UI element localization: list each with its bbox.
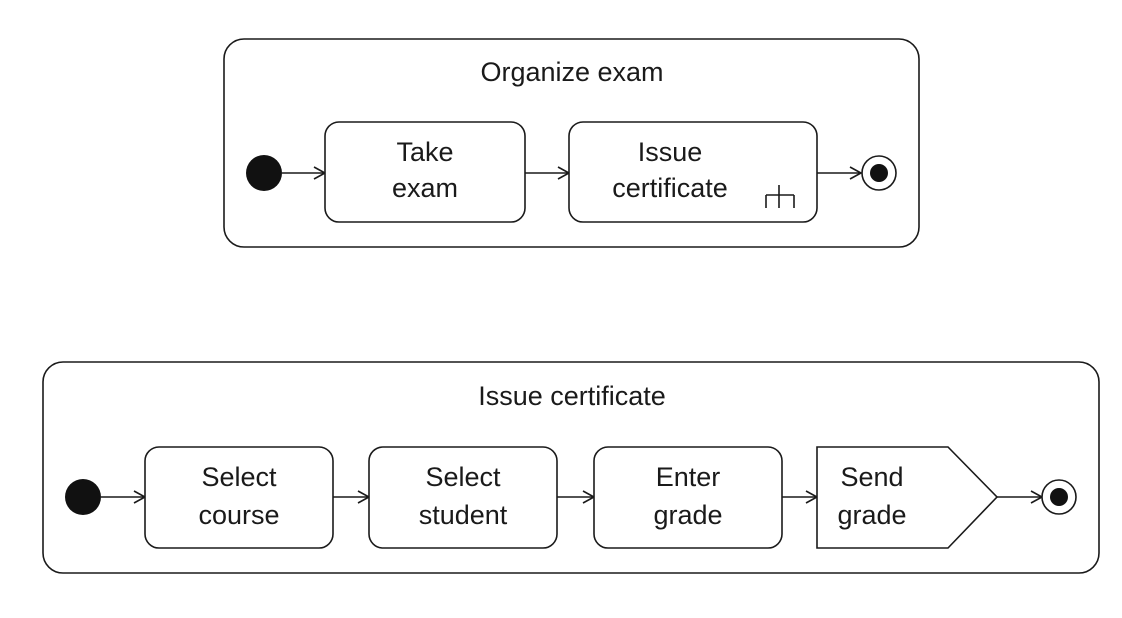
final-node xyxy=(861,155,897,191)
action-label-line: Select xyxy=(201,462,277,492)
activity-title-issue-certificate: Issue certificate xyxy=(478,381,666,411)
action-select-course[interactable]: Select course xyxy=(144,446,334,549)
call-behavior-rake-icon xyxy=(765,185,795,208)
action-box[interactable] xyxy=(324,121,526,223)
action-take-exam[interactable]: Take exam xyxy=(324,121,526,223)
action-label-line: grade xyxy=(653,500,722,530)
action-enter-grade[interactable]: Enter grade xyxy=(593,446,783,549)
action-label-line: Enter xyxy=(656,462,721,492)
action-label-line: Send xyxy=(840,462,903,492)
action-label-line: course xyxy=(198,500,279,530)
action-issue-certificate[interactable]: Issue certificate xyxy=(568,121,818,223)
action-label-line: certificate xyxy=(612,173,728,203)
send-signal-shape[interactable] xyxy=(816,446,999,549)
action-label-line: exam xyxy=(392,173,458,203)
activity-issue-certificate: Issue certificate Select course Select s… xyxy=(42,361,1100,574)
send-signal-action-send-grade[interactable]: Send grade xyxy=(816,446,999,549)
action-label-line: Take xyxy=(396,137,453,167)
action-label-line: grade xyxy=(837,500,906,530)
action-label-line: Issue xyxy=(638,137,703,167)
activity-title-organize-exam: Organize exam xyxy=(480,57,663,87)
action-label-line: student xyxy=(419,500,508,530)
final-node xyxy=(1041,479,1077,515)
action-label-line: Select xyxy=(425,462,501,492)
initial-node xyxy=(65,479,101,515)
activity-organize-exam: Organize exam Take exam Issue certificat… xyxy=(223,38,920,248)
action-box[interactable] xyxy=(568,121,818,223)
action-select-student[interactable]: Select student xyxy=(368,446,558,549)
initial-node xyxy=(246,155,282,191)
